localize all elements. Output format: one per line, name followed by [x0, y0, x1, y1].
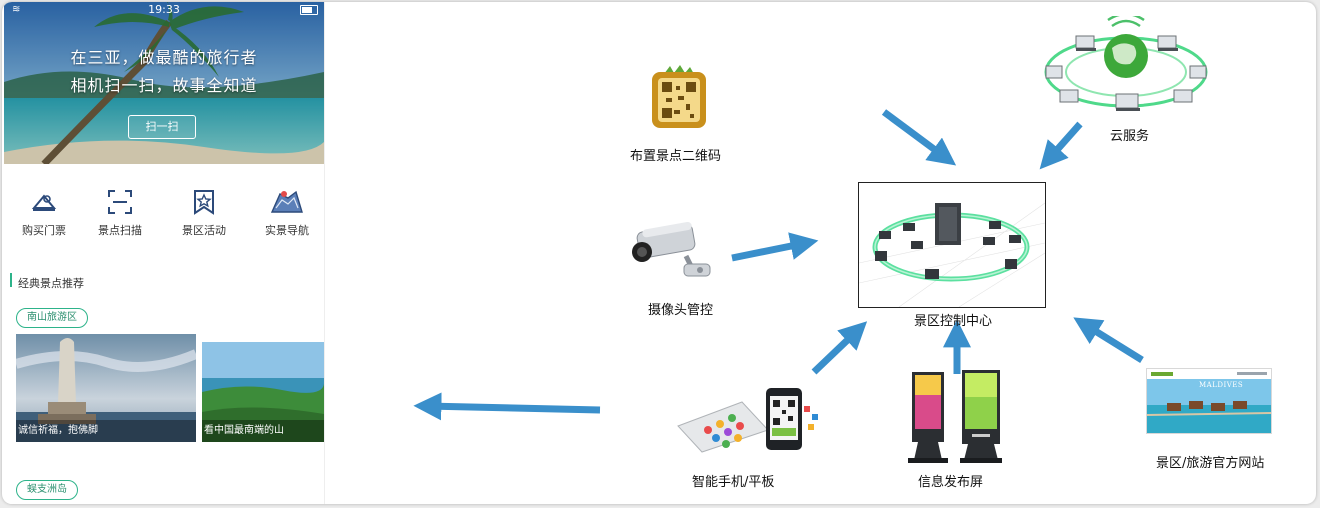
card-caption: 诚信祈福，抱佛脚: [16, 420, 196, 442]
nav-buy-ticket[interactable]: 购买门票: [4, 188, 84, 238]
ticket-icon: [31, 194, 57, 211]
star-bookmark-icon: [194, 190, 214, 215]
arrow-to-phone-screen: [413, 392, 601, 421]
cloud-network-icon: [1044, 16, 1208, 111]
nav-label: 景点扫描: [98, 224, 142, 237]
banner-subheadline: 相机扫一扫，故事全知道: [70, 76, 258, 95]
status-time: 19:33: [148, 3, 180, 16]
tag-wuzhizhou[interactable]: 蜈支洲岛: [16, 480, 78, 500]
website-image: [1147, 369, 1271, 433]
scan-frame-icon: [108, 190, 132, 214]
website-screenshot: MALDIVES: [1146, 368, 1272, 434]
wifi-icon: ≋: [12, 4, 21, 15]
tag-nanshan[interactable]: 南山旅游区: [16, 308, 88, 328]
website-label: 景区/旅游官方网站: [1156, 456, 1265, 471]
control-center-box: [858, 182, 1046, 308]
arrow-website-to-center: [1073, 317, 1144, 363]
arrow-mobile-to-center: [811, 321, 868, 375]
card-caption: 看中国最南端的山: [202, 420, 324, 442]
mobile-label: 智能手机/平板: [692, 475, 775, 490]
arrow-qr-to-center: [881, 109, 957, 166]
arrow-camera-to-center: [731, 232, 819, 262]
battery-icon: [300, 5, 318, 15]
coast-mountain-image: [202, 342, 324, 442]
qr-code-label: 布置景点二维码: [630, 149, 722, 164]
cloud-label: 云服务: [1110, 129, 1150, 144]
card-nanshan[interactable]: 诚信祈福，抱佛脚: [16, 334, 196, 442]
nav-label: 实景导航: [265, 224, 309, 237]
banner-headline: 在三亚，做最酷的旅行者: [70, 48, 258, 67]
network-ring-illustration: [858, 202, 1046, 308]
guanyin-statue-image: [16, 334, 196, 442]
security-camera-icon: [632, 221, 711, 277]
scan-button[interactable]: 扫一扫: [128, 115, 196, 139]
info-screen-label: 信息发布屏: [918, 475, 984, 490]
nav-activities[interactable]: 景区活动: [164, 188, 244, 238]
section-marker: [10, 273, 12, 287]
control-center-label: 景区控制中心: [914, 314, 993, 329]
qr-code-icon: [652, 65, 706, 128]
nav-scan-spot[interactable]: 景点扫描: [80, 188, 160, 238]
website-banner-text: MALDIVES: [1199, 381, 1244, 389]
smartphone-tablet-icon: [677, 388, 818, 453]
card-southern-mountain[interactable]: 看中国最南端的山: [202, 342, 324, 442]
nav-label: 景区活动: [182, 224, 226, 237]
info-display-icon: [908, 370, 1002, 463]
status-bar: ≋ 19:33: [4, 2, 324, 18]
map-icon: [270, 190, 303, 213]
section-title: 经典景点推荐: [18, 277, 84, 290]
beach-banner-image: [4, 2, 324, 164]
arrow-cloud-to-center: [1039, 121, 1083, 170]
quick-nav: 购买门票 景点扫描 景区活动: [4, 188, 324, 240]
phone-screen: ≋ 19:33 在三亚，做最酷的旅行者 相机扫一扫，故事全知道 扫一扫 购买门票: [4, 2, 325, 504]
banner: ≋ 19:33 在三亚，做最酷的旅行者 相机扫一扫，故事全知道 扫一扫: [4, 2, 324, 164]
camera-label: 摄像头管控: [648, 303, 714, 318]
nav-label: 购买门票: [22, 224, 66, 237]
nav-live-navigation[interactable]: 实景导航: [247, 188, 324, 238]
